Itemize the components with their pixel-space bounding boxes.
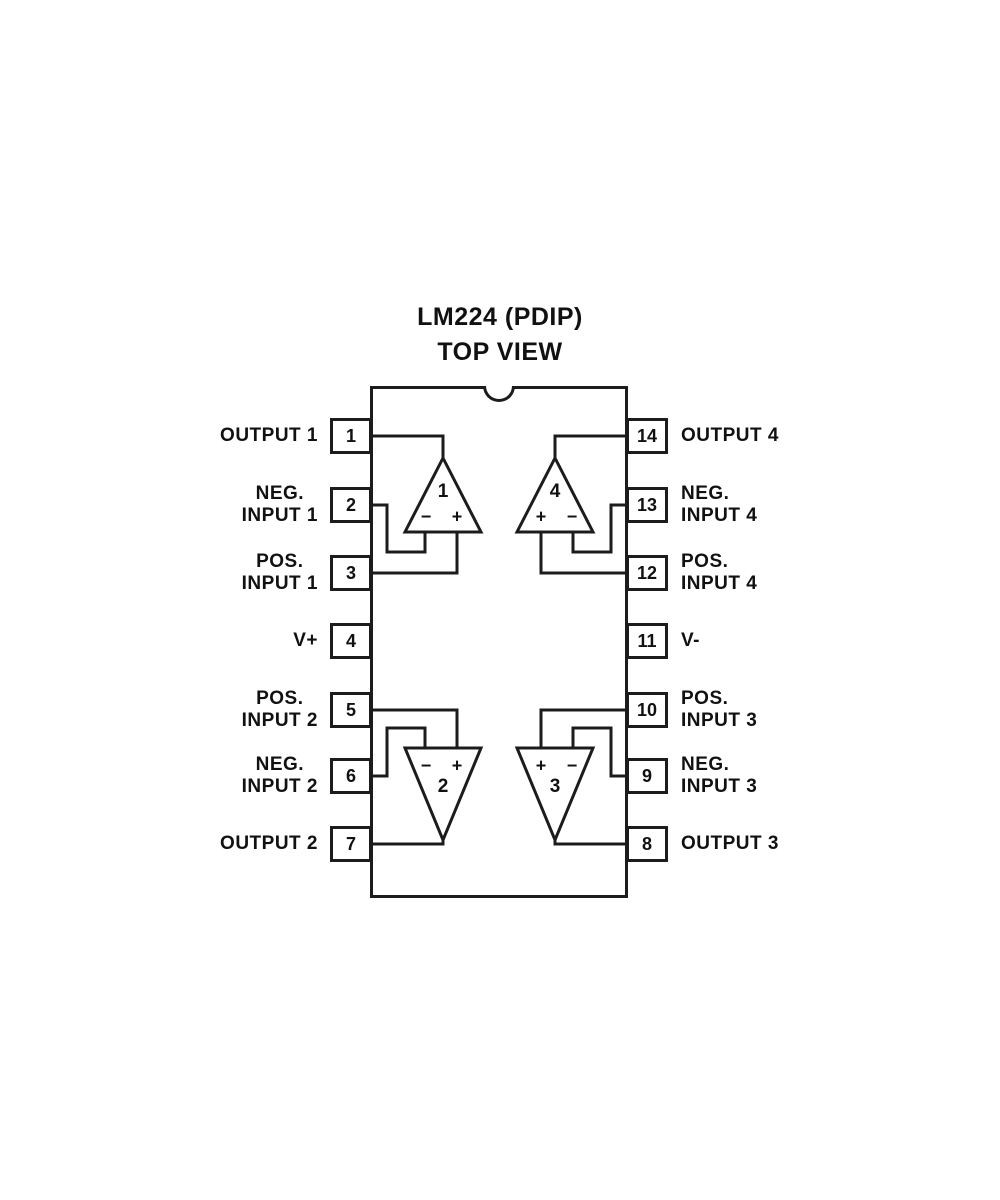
opamp-2-neg-sign: − (420, 755, 432, 776)
pin-4-box: 4 (330, 623, 372, 659)
pin-11-label: V- (681, 630, 891, 652)
opamp-3-neg-sign: − (566, 755, 578, 776)
pin-14-label: OUTPUT 4 (681, 425, 891, 447)
pin-5-box: 5 (330, 692, 372, 728)
pin-4-label: V+ (130, 630, 318, 652)
pin-1-box: 1 (330, 418, 372, 454)
wire-pin8-to-opamp3-output (553, 838, 626, 846)
opamp-1-neg-sign: − (420, 506, 432, 527)
pin-2-label-text: NEG. INPUT 1 (241, 483, 318, 526)
opamp-4-triangle (514, 454, 596, 534)
wire-pin5-to-opamp2-pos (372, 708, 459, 748)
pin-9-label-text: NEG. INPUT 3 (681, 754, 758, 797)
opamp-2-pos-sign: + (451, 755, 463, 776)
opamp-4-pos-sign: + (535, 506, 547, 527)
pin-9-label: NEG. INPUT 3 (681, 754, 891, 798)
opamp-3-pos-sign: + (535, 755, 547, 776)
opamp-3-triangle (514, 746, 596, 844)
pin-5-label: POS. INPUT 2 (130, 688, 318, 732)
pin-3-label-text: POS. INPUT 1 (241, 551, 318, 594)
pin-1-label-text: OUTPUT 1 (220, 425, 318, 447)
pin-10-box: 10 (626, 692, 668, 728)
pin-14-label-text: OUTPUT 4 (681, 425, 779, 447)
opamp-4-neg-sign: − (566, 506, 578, 527)
diagram-title: LM224 (PDIP) (417, 303, 583, 331)
pin-13-box: 13 (626, 487, 668, 523)
pin-13-label: NEG. INPUT 4 (681, 483, 891, 527)
wire-pin14-to-opamp4-output (553, 434, 626, 458)
pin-11-box: 11 (626, 623, 668, 659)
wire-pin9-to-opamp3-neg (571, 726, 626, 778)
opamp-3-number: 3 (549, 776, 561, 797)
pin-8-label-text: OUTPUT 3 (681, 833, 779, 855)
pin-3-label: POS. INPUT 1 (130, 551, 318, 595)
opamp-4-number: 4 (549, 481, 561, 502)
pin-2-box: 2 (330, 487, 372, 523)
pin-1-label: OUTPUT 1 (130, 425, 318, 447)
pin-5-label-text: POS. INPUT 2 (241, 688, 318, 731)
pin-14-box: 14 (626, 418, 668, 454)
pin-9-box: 9 (626, 758, 668, 794)
pin-3-box: 3 (330, 555, 372, 591)
pin-2-label: NEG. INPUT 1 (130, 483, 318, 527)
pin-13-label-text: NEG. INPUT 4 (681, 483, 758, 526)
pin-8-label: OUTPUT 3 (681, 833, 891, 855)
pin-10-label-text: POS. INPUT 3 (681, 688, 758, 731)
opamp-2-triangle (402, 746, 484, 844)
pin-4-label-text: V+ (293, 630, 318, 652)
pin-12-label: POS. INPUT 4 (681, 551, 891, 595)
pin-7-label: OUTPUT 2 (130, 833, 318, 855)
wire-pin1-to-opamp1-output (372, 434, 445, 458)
wire-pin7-to-opamp2-output (372, 838, 445, 846)
pin-6-label-text: NEG. INPUT 2 (241, 754, 318, 797)
pin-7-label-text: OUTPUT 2 (220, 833, 318, 855)
opamp-1-number: 1 (437, 481, 449, 502)
wire-pin6-to-opamp2-neg (372, 726, 427, 778)
wire-pin3-to-opamp1-pos (372, 532, 459, 575)
pin-11-label-text: V- (681, 630, 700, 652)
wire-pin12-to-opamp4-pos (539, 532, 626, 575)
opamp-1-pos-sign: + (451, 506, 463, 527)
pin-8-box: 8 (626, 826, 668, 862)
opamp-1-triangle (402, 454, 484, 534)
pin-7-box: 7 (330, 826, 372, 862)
wire-pin10-to-opamp3-pos (539, 708, 626, 748)
pin-6-box: 6 (330, 758, 372, 794)
pin-12-box: 12 (626, 555, 668, 591)
pin-10-label: POS. INPUT 3 (681, 688, 891, 732)
wire-pin2-to-opamp1-neg (372, 503, 427, 554)
pin-6-label: NEG. INPUT 2 (130, 754, 318, 798)
opamp-2-number: 2 (437, 776, 449, 797)
wire-pin13-to-opamp4-neg (571, 503, 626, 554)
pin-12-label-text: POS. INPUT 4 (681, 551, 758, 594)
diagram-subtitle: TOP VIEW (437, 338, 563, 366)
